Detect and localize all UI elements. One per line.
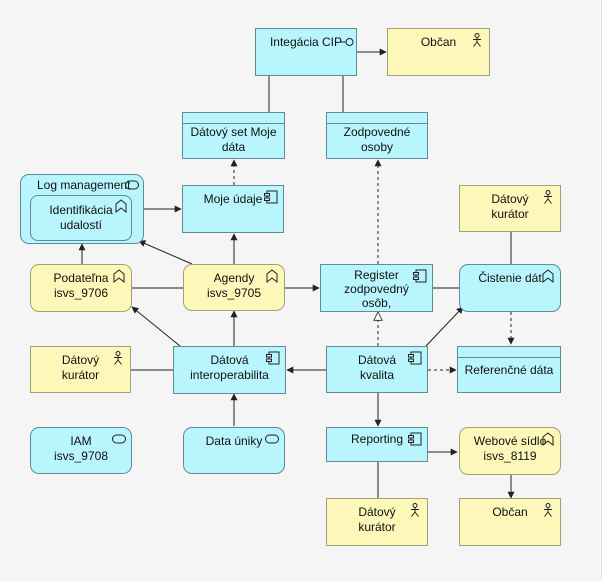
node-agendy[interactable]: Agendy isvs_9705 (183, 264, 285, 311)
node-reporting-label: Reporting (350, 432, 404, 446)
node-iam[interactable]: IAM isvs_9708 (30, 427, 132, 474)
function-icon (266, 269, 278, 283)
node-datovy-set[interactable]: Dátový set Moje dáta (182, 112, 285, 159)
actor-icon (544, 190, 552, 204)
node-zodpovedne-osoby-label: Zodpovedné osoby (343, 125, 411, 154)
node-datovy-kurator-left-label: Dátový kurátor (61, 353, 100, 382)
node-obcan-bottom[interactable]: Občan (459, 498, 561, 546)
node-datovy-kurator-left[interactable]: Dátový kurátor (30, 346, 131, 393)
node-log-management[interactable]: Log management Identifikácia udalostí (20, 174, 144, 244)
function-icon (542, 432, 554, 446)
component-icon (266, 351, 280, 365)
node-datova-kvalita[interactable]: Dátová kvalita (326, 346, 428, 393)
node-obcan-top-label: Občan (420, 35, 457, 49)
actor-icon (544, 503, 552, 517)
node-register-label: Register zodpovedný osôb, (344, 268, 409, 310)
node-referencne[interactable]: Referenčné dáta (457, 346, 561, 393)
node-moje-udaje[interactable]: Moje údaje (182, 185, 284, 233)
node-obcan-top[interactable]: Občan (387, 28, 490, 76)
node-cistenie-label: Čistenie dát (478, 271, 542, 285)
conn-interop-podatelna (131, 306, 181, 347)
node-datovy-kurator-bottom-label: Dátový kurátor (358, 505, 396, 534)
service-icon (125, 180, 139, 190)
actor-icon (473, 33, 481, 47)
node-data-uniky[interactable]: Data úniky (183, 427, 285, 474)
node-integacia-cip[interactable]: Integácia CIP (255, 28, 357, 76)
node-obcan-bottom-label: Občan (492, 505, 528, 519)
component-icon (413, 269, 427, 283)
node-identifikacia[interactable]: Identifikácia udalostí (30, 195, 132, 241)
node-identifikacia-label: Identifikácia udalostí (49, 203, 113, 232)
node-register[interactable]: Register zodpovedný osôb, (320, 264, 433, 312)
node-datovy-kurator-top-label: Dátový kurátor (491, 192, 529, 221)
node-cistenie[interactable]: Čistenie dát (459, 264, 561, 312)
function-icon (113, 269, 125, 283)
node-datova-interop-label: Dátová interoperabilita (190, 353, 269, 382)
node-datova-interop[interactable]: Dátová interoperabilita (173, 346, 286, 394)
interface-icon (340, 38, 354, 46)
node-reporting[interactable]: Reporting (326, 427, 428, 462)
node-datova-kvalita-label: Dátová kvalita (357, 353, 397, 382)
node-datovy-kurator-top[interactable]: Dátový kurátor (459, 185, 561, 232)
node-agendy-label: Agendy isvs_9705 (206, 271, 262, 300)
node-datovy-kurator-bottom[interactable]: Dátový kurátor (326, 498, 428, 546)
node-datovy-set-label: Dátový set Moje dáta (190, 125, 277, 154)
node-log-management-label: Log management (37, 178, 131, 192)
node-webove-sidlo-label: Webové sídlo isvs_8119 (473, 434, 547, 463)
service-icon (265, 434, 279, 444)
node-podatelna-label: Podateľna isvs_9706 (53, 271, 109, 300)
conn-agendy-logmgmt (138, 240, 193, 265)
component-icon (408, 351, 422, 365)
node-iam-label: IAM isvs_9708 (53, 434, 109, 463)
conn-kvalita-cistenie (425, 306, 464, 347)
function-icon (115, 199, 127, 213)
node-zodpovedne-osoby[interactable]: Zodpovedné osoby (326, 112, 428, 159)
node-moje-udaje-label: Moje údaje (203, 192, 263, 206)
service-icon (112, 434, 126, 444)
node-data-uniky-label: Data úniky (205, 434, 263, 448)
component-icon (408, 432, 422, 446)
node-integacia-cip-label: Integácia CIP (269, 35, 343, 49)
node-referencne-label: Referenčné dáta (464, 363, 554, 377)
actor-icon (411, 503, 419, 517)
actor-icon (114, 351, 122, 365)
node-podatelna[interactable]: Podateľna isvs_9706 (30, 264, 132, 312)
function-icon (542, 269, 554, 283)
component-icon (264, 190, 278, 204)
node-webove-sidlo[interactable]: Webové sídlo isvs_8119 (459, 427, 561, 475)
